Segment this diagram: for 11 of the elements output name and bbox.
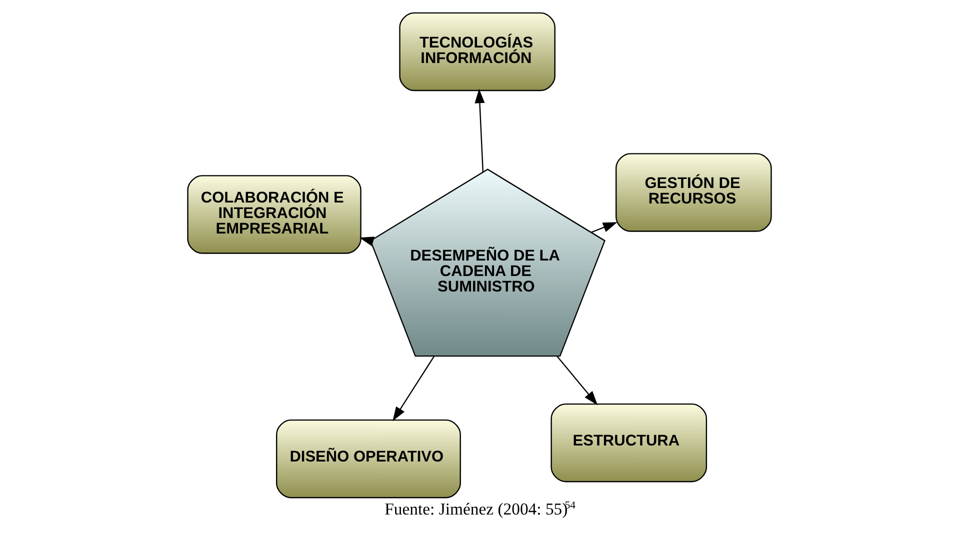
node-box: COLABORACIÓN E INTEGRACIÓN EMPRESARIAL [187,175,362,254]
caption: Fuente: Jiménez (2004: 55)$^{54}$ [384,500,576,519]
node-box: TECNOLOGÍAS INFORMACIÓN [399,12,556,92]
arrow [556,356,598,406]
arrow [392,356,434,422]
node-box: ESTRUCTURA [550,403,708,482]
arrow [474,88,485,172]
arrow [591,222,618,233]
node-box: DISEÑO OPERATIVO [276,419,461,498]
arrow [359,236,375,246]
node-box: GESTIÓN DE RECURSOS [616,153,772,232]
